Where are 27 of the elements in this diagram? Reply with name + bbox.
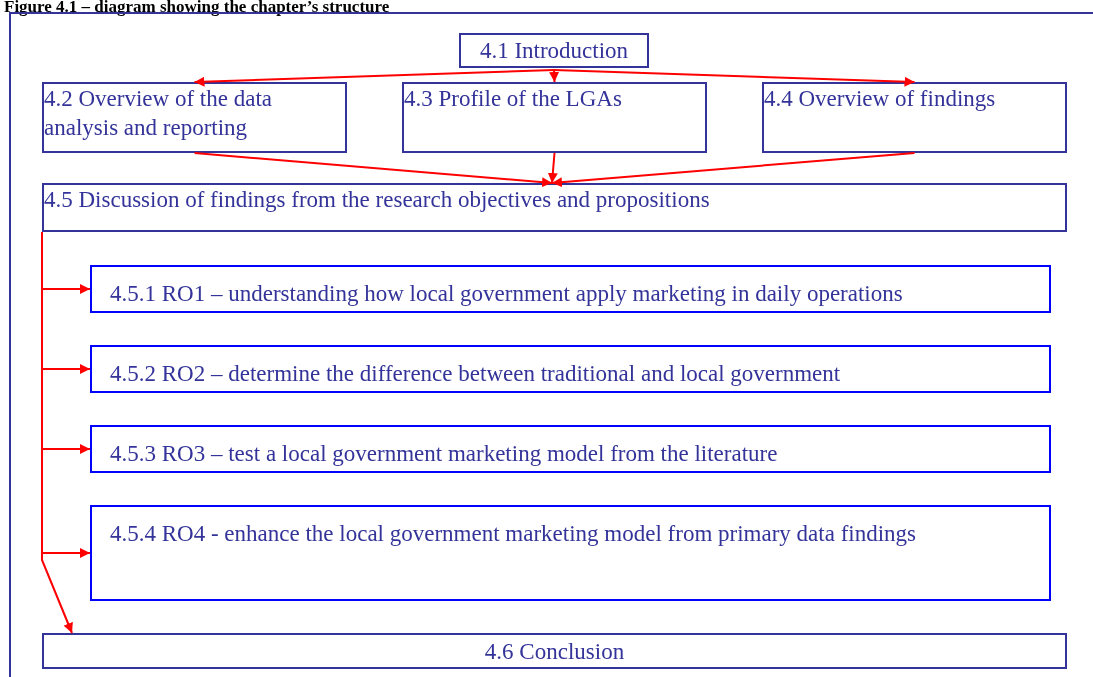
section-title: 4.5.3 RO3 – test a local government marketing model from the literature: [110, 440, 778, 468]
section-title: 4.5.1 RO1 – understanding how local government apply marketing in daily operations: [110, 280, 903, 308]
section-title: 4.4 Overview of findings: [764, 85, 996, 113]
section-title: 4.3 Profile of the LGAs: [404, 85, 622, 113]
arrow: [553, 69, 916, 87]
arrow: [549, 69, 560, 83]
arrow: [193, 152, 553, 188]
section-box: [90, 345, 1051, 393]
section-box: [762, 82, 1067, 153]
section-box: [90, 505, 1051, 601]
section-box: [459, 33, 649, 68]
arrow: [193, 69, 555, 87]
section-box: [42, 633, 1067, 669]
section-box: [402, 82, 707, 153]
figure-title: Figure 4.1 – diagram showing the chapter’s structure: [4, 0, 390, 18]
section-title: 4.6 Conclusion: [484, 637, 625, 666]
arrow: [547, 152, 558, 184]
section-box: [90, 425, 1051, 473]
section-title: 4.2 Overview of the data analysis and reporting: [44, 85, 273, 142]
section-title: 4.5.2 RO2 – determine the difference between traditional and local government: [110, 360, 841, 388]
arrow: [551, 152, 916, 188]
section-box: [42, 82, 347, 153]
section-title: 4.5 Discussion of findings from the research objectives and propositions: [44, 186, 710, 214]
section-box: [42, 183, 1067, 232]
section-title: 4.1 Introduction: [479, 37, 629, 65]
section-title: 4.5.4 RO4 - enhance the local government marketing model from primary data findings: [110, 520, 917, 548]
section-box: [90, 265, 1051, 313]
